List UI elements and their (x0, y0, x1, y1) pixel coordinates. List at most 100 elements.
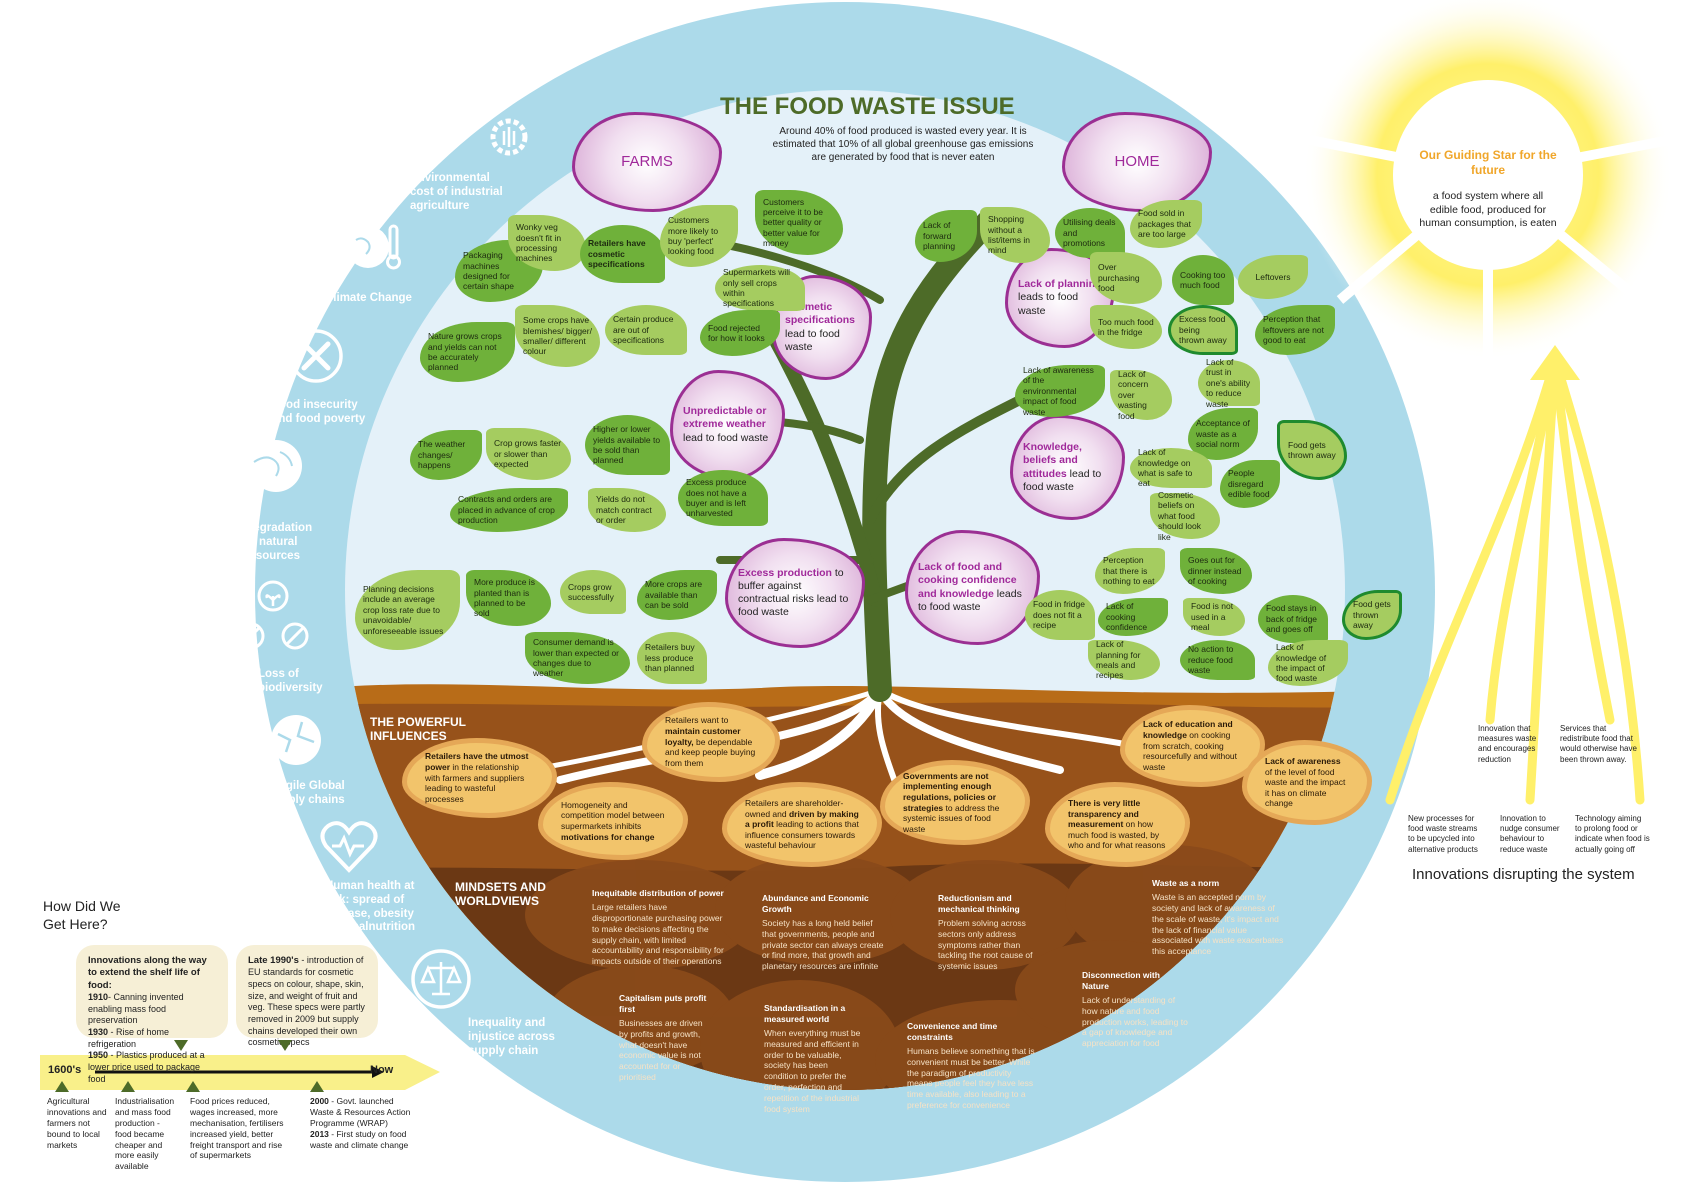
impact-label: Fragile Global supply chains (268, 780, 345, 806)
leaf: Lack of awareness of the environmental i… (1015, 365, 1105, 417)
influence-item: Lack of awareness of the level of food w… (1242, 740, 1372, 825)
guiding-star-title: Our Guiding Star for the future (1419, 148, 1557, 177)
flower-knowledge: Knowledge, beliefs and attitudes lead to… (1010, 415, 1125, 520)
leaf: Food is not used in a meal (1183, 598, 1245, 636)
leaf: Supermarkets will only sell crops within… (715, 265, 805, 311)
leaf: Goes out for dinner instead of cooking (1180, 548, 1252, 594)
leaf: Contracts and orders are placed in advan… (450, 488, 568, 532)
timeline-note: Agricultural innovations and farmers not… (47, 1096, 107, 1150)
broken-globe-icon (268, 712, 324, 768)
leaf: Lack of cooking confidence (1098, 598, 1168, 636)
impact-label: Inequality and injustice across supply c… (468, 1017, 555, 1057)
timeline-box-shelf-life: Innovations along the way to extend the … (76, 945, 228, 1084)
leaf: Lack of planning for meals and recipes (1088, 639, 1160, 680)
leaf: Retailers buy less produce than planned (637, 632, 707, 684)
timeline-marker (278, 1040, 292, 1051)
leaf: Shopping without a list/items in mind (980, 207, 1050, 263)
influence-item: Lack of education and knowledge on cooki… (1120, 705, 1265, 787)
impact-label: Food insecurity and food poverty (272, 399, 366, 425)
impact-label: Climate Change (325, 292, 412, 304)
leaf: No action to reduce food waste (1180, 640, 1255, 680)
innovations-heading: Innovations disrupting the system (1412, 866, 1635, 883)
leaf: Retailers have cosmetic specifications (580, 225, 665, 283)
leaf: Acceptance of waste as a social norm (1188, 408, 1258, 460)
fork-knife-icon (288, 328, 344, 384)
leaf: Excess food being thrown away (1168, 305, 1238, 355)
intro-text: Around 40% of food produced is wasted ev… (772, 126, 1034, 163)
leaf: More crops are available than can be sol… (637, 570, 717, 620)
influences-heading: THE POWERFUL INFLUENCES (370, 715, 466, 744)
influence-item: Retailers have the utmost power in the r… (402, 738, 557, 818)
heart-pulse-icon (318, 818, 380, 874)
leaf: Cooking too much food (1172, 255, 1234, 305)
timeline-note: Industrialisation and mass food producti… (115, 1096, 175, 1172)
timeline-note: 2000 - Govt. launched Waste & Resources … (310, 1096, 411, 1150)
flower-cooking: Lack of food and cooking confidence and … (905, 530, 1040, 645)
impact-label: Environmental cost of industrial agricul… (410, 172, 503, 212)
leaf: Lack of knowledge on what is safe to eat (1130, 447, 1212, 488)
impact-label: Loss of biodiversity (258, 668, 323, 694)
leaf: Yields do not match contract or order (588, 488, 666, 532)
impact-label: Human health at risk: spread of disease,… (325, 880, 416, 934)
leaf: Certain produce are out of specification… (605, 305, 687, 355)
leaf: Cosmetic beliefs on what food should loo… (1150, 490, 1220, 542)
leaf: Some crops have blemishes/ bigger/ small… (515, 305, 600, 367)
timeline-marker (55, 1081, 69, 1092)
innovation-item: Services that redistribute food that wou… (1560, 724, 1637, 764)
leaf: Utilising deals and promotions (1055, 208, 1125, 258)
impact-label: Degradation of natural resources (245, 522, 313, 562)
page-title: THE FOOD WASTE ISSUE (720, 93, 1015, 120)
biodiversity-loss-icon (235, 578, 311, 654)
leaf: Customers more likely to buy 'perfect' l… (660, 205, 738, 267)
leaf: Lack of knowledge of the impact of food … (1268, 640, 1348, 686)
timeline-marker (186, 1081, 200, 1092)
innovation-item: Innovation to nudge consumer behaviour t… (1500, 814, 1560, 854)
flower-excess: Excess production to buffer against cont… (725, 538, 865, 648)
mindsets-heading: MINDSETS AND WORLDVIEWS (455, 880, 546, 909)
influence-item: Homogeneity and competition model betwee… (538, 782, 688, 860)
leaf: Customers perceive it to be better quali… (755, 190, 843, 255)
flower-weather: Unpredictable or extreme weather lead to… (670, 370, 785, 480)
globe-thermometer-icon (346, 222, 406, 272)
flower-home: HOME (1062, 112, 1212, 212)
globe-icon (246, 436, 306, 496)
timeline-box-1990s: Late 1990's - introduction of EU standar… (236, 945, 378, 1047)
leaf: Crop grows faster or slower than expecte… (486, 428, 571, 480)
innovation-item: Technology aiming to prolong food or ind… (1575, 814, 1650, 854)
timeline-marker (174, 1040, 188, 1051)
home-label: HOME (1114, 152, 1160, 170)
influence-item: Governments are not implementing enough … (880, 760, 1030, 845)
innovation-item: New processes for food waste streams to … (1408, 814, 1478, 854)
guiding-star-text: a food system where all edible food, pro… (1419, 190, 1557, 230)
leaf: Nature grows crops and yields can not be… (420, 322, 515, 382)
leaf: The weather changes/ happens (410, 430, 482, 480)
flower-farms: FARMS (572, 112, 722, 212)
leaf: Excess produce does not have a buyer and… (678, 470, 768, 526)
leaf: Lack of trust in one's ability to reduce… (1198, 357, 1260, 409)
leaf: Higher or lower yields available to be s… (585, 415, 670, 475)
innovation-beams (1385, 355, 1645, 805)
leaf: Wonky veg doesn't fit in processing mach… (508, 215, 586, 271)
leaf: Food in fridge does not fit a recipe (1025, 590, 1095, 640)
scales-icon (410, 948, 472, 1010)
timeline-marker (121, 1081, 135, 1092)
timeline-note: Food prices reduced, wages increased, mo… (190, 1096, 284, 1161)
influence-item: Retailers want to maintain customer loya… (642, 702, 780, 782)
beam-arrowhead (1530, 345, 1580, 380)
timeline-end: Now (370, 1064, 394, 1076)
influence-item: Retailers are shareholder-owned and driv… (722, 782, 882, 867)
leaf: Consumer demand is lower than expected o… (525, 632, 630, 684)
leaf: Perception that there is nothing to eat (1095, 548, 1165, 594)
guiding-star-core (1393, 80, 1583, 270)
leaf: More produce is planted than is planned … (466, 570, 551, 626)
wheat-gear-icon (487, 115, 531, 159)
leaf: Lack of concern over wasting food (1110, 369, 1172, 421)
